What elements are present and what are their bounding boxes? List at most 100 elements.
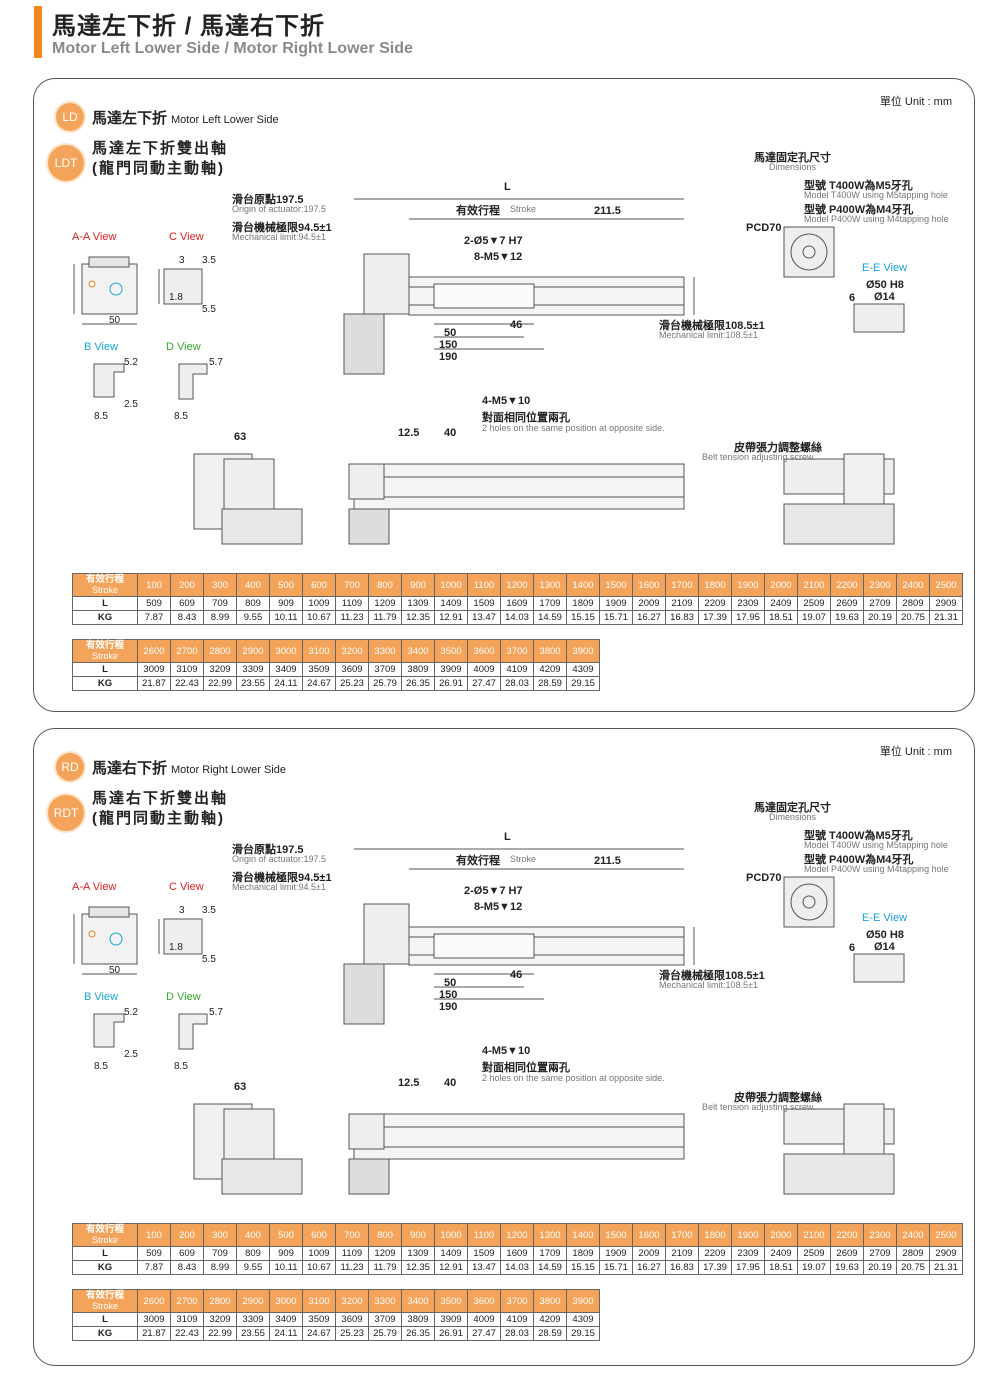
table-cell: 11.79 — [368, 1260, 402, 1275]
table-cell: 3500 — [434, 639, 468, 663]
dim-2-5: 2.5 — [124, 399, 138, 410]
dim-46: 46 — [510, 319, 523, 331]
table-cell: 2400 — [896, 1223, 930, 1247]
aa-view-label: A-A View — [72, 881, 117, 893]
table-cell: 16.27 — [632, 610, 666, 625]
table-cell: 23.55 — [236, 1326, 270, 1341]
phi14-label: Ø14 — [874, 291, 895, 303]
table-cell: 7.87 — [137, 610, 171, 625]
table-cell: 19.07 — [797, 610, 831, 625]
table-cell: 2209 — [698, 1246, 732, 1261]
table-cell: 3509 — [302, 662, 336, 677]
table-cell: 26.35 — [401, 676, 435, 691]
table-cell: 21.87 — [137, 676, 171, 691]
table-cell: 1909 — [599, 1246, 633, 1261]
table-cell: 3700 — [500, 1289, 534, 1313]
section-badge-dual: RDT — [48, 795, 84, 831]
table-cell: 3209 — [203, 662, 237, 677]
mech-limit-left: 滑台機械極限94.5±1 — [232, 872, 332, 884]
table-cell: 3209 — [203, 1312, 237, 1327]
tap-spec: 8-M5▼12 — [474, 251, 523, 263]
table-cell: 2509 — [797, 1246, 831, 1261]
table-cell: 2409 — [764, 1246, 798, 1261]
table-cell: 1400 — [566, 1223, 600, 1247]
table-cell: 8.99 — [203, 610, 237, 625]
page-subtitle: Motor Left Lower Side / Motor Right Lowe… — [52, 40, 413, 57]
table-cell: 700 — [335, 1223, 369, 1247]
table-cell: 8.43 — [170, 610, 204, 625]
table-cell: 21.31 — [929, 610, 963, 625]
table-cell: 2800 — [203, 1289, 237, 1313]
unit-label: 單位 Unit : mm — [879, 746, 952, 758]
table-cell: 17.39 — [698, 1260, 732, 1275]
origin-label: 滑台原點197.5 — [232, 194, 304, 206]
dim-8-5: 8.5 — [94, 1061, 108, 1072]
dim-8-5-d: 8.5 — [174, 411, 188, 422]
table-cell: 18.51 — [764, 1260, 798, 1275]
table-cell: 2100 — [797, 573, 831, 597]
table-cell: 1809 — [566, 596, 600, 611]
table-cell: 1900 — [731, 1223, 765, 1247]
table-cell: 609 — [170, 1246, 204, 1261]
table-cell: 700 — [335, 573, 369, 597]
dim-8-5-d: 8.5 — [174, 1061, 188, 1072]
dim-5-2: 5.2 — [124, 1007, 138, 1018]
table-cell: 9.55 — [236, 610, 270, 625]
table-cell: 800 — [368, 1223, 402, 1247]
table-cell: 1500 — [599, 1223, 633, 1247]
table-cell: 2809 — [896, 1246, 930, 1261]
table-cell: 1309 — [401, 596, 435, 611]
table-cell: 19.63 — [830, 610, 864, 625]
phi50-label: Ø50 H8 — [866, 279, 904, 291]
table-cell: 2609 — [830, 1246, 864, 1261]
table-cell: 1609 — [500, 596, 534, 611]
table-cell: 1709 — [533, 596, 567, 611]
p400-label: 型號 P400W為M4牙孔 — [804, 854, 914, 866]
table-cell: 26.91 — [434, 676, 468, 691]
table-cell: 4209 — [533, 662, 567, 677]
technical-drawing — [73, 848, 905, 1195]
table-cell: 509 — [137, 596, 171, 611]
p400-label-en: Model P400W using M4tapping hole — [804, 864, 949, 874]
table-cell: 3109 — [170, 662, 204, 677]
table-cell: 1100 — [467, 573, 501, 597]
table-cell: 19.63 — [830, 1260, 864, 1275]
table-cell: 22.43 — [170, 676, 204, 691]
table-cell: 3600 — [467, 639, 501, 663]
dim-8-5: 8.5 — [94, 411, 108, 422]
table-cell: 19.07 — [797, 1260, 831, 1275]
table-cell: 15.71 — [599, 610, 633, 625]
stroke-label-en: Stroke — [510, 204, 537, 214]
c-view-label: C View — [169, 881, 204, 893]
table-cell: 3509 — [302, 1312, 336, 1327]
table-cell: 4309 — [566, 662, 600, 677]
mech-limit-left-en: Mechanical limit:94.5±1 — [232, 232, 326, 242]
dim-50-main: 50 — [444, 327, 457, 339]
table-cell: 800 — [368, 573, 402, 597]
p400-label: 型號 P400W為M4牙孔 — [804, 204, 914, 216]
table-cell: 2700 — [170, 639, 204, 663]
table-cell: 20.75 — [896, 610, 930, 625]
table-cell: 200 — [170, 1223, 204, 1247]
table-cell: 24.67 — [302, 1326, 336, 1341]
dim-1-8: 1.8 — [169, 942, 183, 953]
table-cell: 3309 — [236, 662, 270, 677]
holes-spec: 4-M5▼10 — [482, 395, 531, 407]
table-cell: 2900 — [236, 1289, 270, 1313]
table-cell: 1900 — [731, 573, 765, 597]
dim-190: 190 — [439, 1001, 458, 1013]
table-cell: 3800 — [533, 639, 567, 663]
table-cell: 24.11 — [269, 1326, 303, 1341]
table-cell: 1409 — [434, 1246, 468, 1261]
table-cell: 1700 — [665, 573, 699, 597]
ee-view-label: E-E View — [862, 262, 908, 274]
table-cell: 2500 — [929, 573, 963, 597]
table-cell: 2200 — [830, 1223, 864, 1247]
t400-label-en: Model T400W using M5tapping hole — [804, 840, 948, 850]
table-cell: 24.67 — [302, 676, 336, 691]
table-cell: 3200 — [335, 639, 369, 663]
table-cell: 2409 — [764, 596, 798, 611]
table-cell: 2600 — [137, 639, 171, 663]
